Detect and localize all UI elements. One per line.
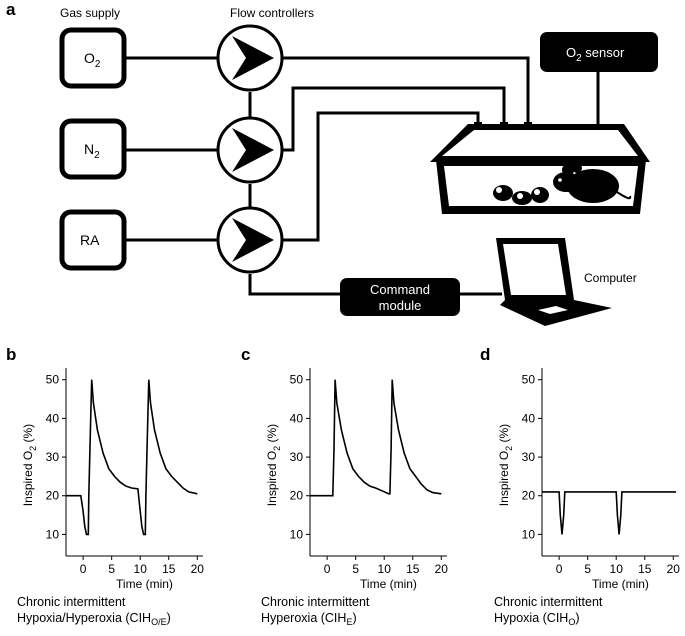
x-tick-label: 10 — [610, 562, 624, 576]
flow-controller-n2 — [216, 116, 284, 184]
x-tick-label: 5 — [584, 562, 591, 576]
svg-text:N2: N2 — [84, 141, 100, 161]
o2-trace-line — [310, 379, 442, 497]
x-tick-label: 15 — [638, 562, 652, 576]
flow-controller-o2 — [216, 24, 284, 92]
x-tick-label: 15 — [406, 562, 420, 576]
x-axis-label: Time (min) — [592, 577, 649, 591]
y-tick-label: 10 — [290, 527, 304, 541]
x-tick-label: 0 — [556, 562, 563, 576]
ra-supply-box: RA — [59, 209, 127, 271]
x-tick-label: 0 — [324, 562, 331, 576]
y-axis-label: Inspired O2 (%) — [21, 424, 38, 506]
caption-line2: Hyperoxia (CIHE) — [261, 611, 357, 627]
y-tick-label: 20 — [522, 489, 536, 503]
flow-controllers-label: Flow controllers — [230, 6, 314, 20]
y-tick-label: 50 — [522, 373, 536, 387]
y-tick-label: 40 — [290, 411, 304, 425]
x-axis-label: Time (min) — [116, 577, 173, 591]
n2-supply-label: N — [84, 141, 94, 157]
o2-supply-label: O — [84, 50, 95, 66]
y-tick-label: 30 — [522, 450, 536, 464]
flow-controller-ra — [216, 206, 284, 274]
panel-a-letter: a — [6, 0, 16, 19]
panel-b-letter: b — [6, 345, 16, 364]
x-tick-label: 10 — [134, 562, 148, 576]
y-tick-label: 50 — [46, 373, 60, 387]
o2-trace-line — [542, 491, 677, 535]
caption-line2: Hypoxia/Hyperoxia (CIHO/E) — [17, 611, 171, 627]
svg-text:O2 sensor: O2 sensor — [566, 45, 625, 64]
panel-d-letter: d — [480, 345, 490, 364]
x-tick-label: 5 — [108, 562, 115, 576]
y-tick-label: 50 — [290, 373, 304, 387]
o2-supply-box: O2 — [59, 27, 127, 89]
y-tick-label: 30 — [290, 450, 304, 464]
caption-line2: Hypoxia (CIHO) — [494, 611, 580, 627]
panel-c-letter: c — [241, 345, 250, 364]
y-axis-label: Inspired O2 (%) — [497, 424, 514, 506]
x-tick-label: 20 — [191, 562, 205, 576]
n2-supply-box: N2 — [59, 118, 127, 180]
x-tick-label: 20 — [435, 562, 449, 576]
x-tick-label: 15 — [162, 562, 176, 576]
gas-supply-label: Gas supply — [60, 6, 120, 20]
y-tick-label: 40 — [46, 411, 60, 425]
x-tick-label: 10 — [378, 562, 392, 576]
caption-line1: Chronic intermittent — [261, 595, 370, 609]
y-tick-label: 10 — [522, 527, 536, 541]
chart-panel-d: d 10 20 30 40 50 0 5 10 15 20 Inspired O2 (%) Time (… — [480, 345, 680, 627]
laptop-icon — [496, 238, 612, 326]
x-axis-label: Time (min) — [360, 577, 417, 591]
gas-tubing — [125, 56, 600, 296]
command-module-box: Command module — [340, 278, 460, 316]
pups-icon — [493, 185, 549, 205]
x-tick-label: 5 — [352, 562, 359, 576]
y-tick-label: 40 — [522, 411, 536, 425]
o2-trace-line — [66, 379, 198, 536]
mouse-icon — [553, 163, 632, 203]
caption-line1: Chronic intermittent — [17, 595, 126, 609]
o2-sensor-box: O2 sensor — [540, 32, 658, 72]
o2-sensor-label: O — [566, 45, 576, 60]
computer-label: Computer — [584, 271, 637, 285]
y-axis-label: Inspired O2 (%) — [265, 424, 282, 506]
caption-line1: Chronic intermittent — [494, 595, 603, 609]
y-tick-label: 20 — [290, 489, 304, 503]
command-module-line1: Command — [370, 282, 430, 297]
y-tick-label: 10 — [46, 527, 60, 541]
x-tick-label: 0 — [80, 562, 87, 576]
y-tick-label: 20 — [46, 489, 60, 503]
chart-panel-c: c 10 20 30 40 50 0 5 10 15 20 Inspired O2 (%) Time (… — [241, 345, 448, 627]
ra-supply-label: RA — [80, 232, 100, 248]
y-tick-label: 30 — [46, 450, 60, 464]
svg-text:O2: O2 — [84, 50, 101, 70]
chart-panel-b: b 10 20 30 40 50 0 5 10 15 20 Inspired O2 (%) Time (… — [6, 345, 204, 627]
command-module-line2: module — [379, 298, 422, 313]
x-tick-label: 20 — [667, 562, 681, 576]
